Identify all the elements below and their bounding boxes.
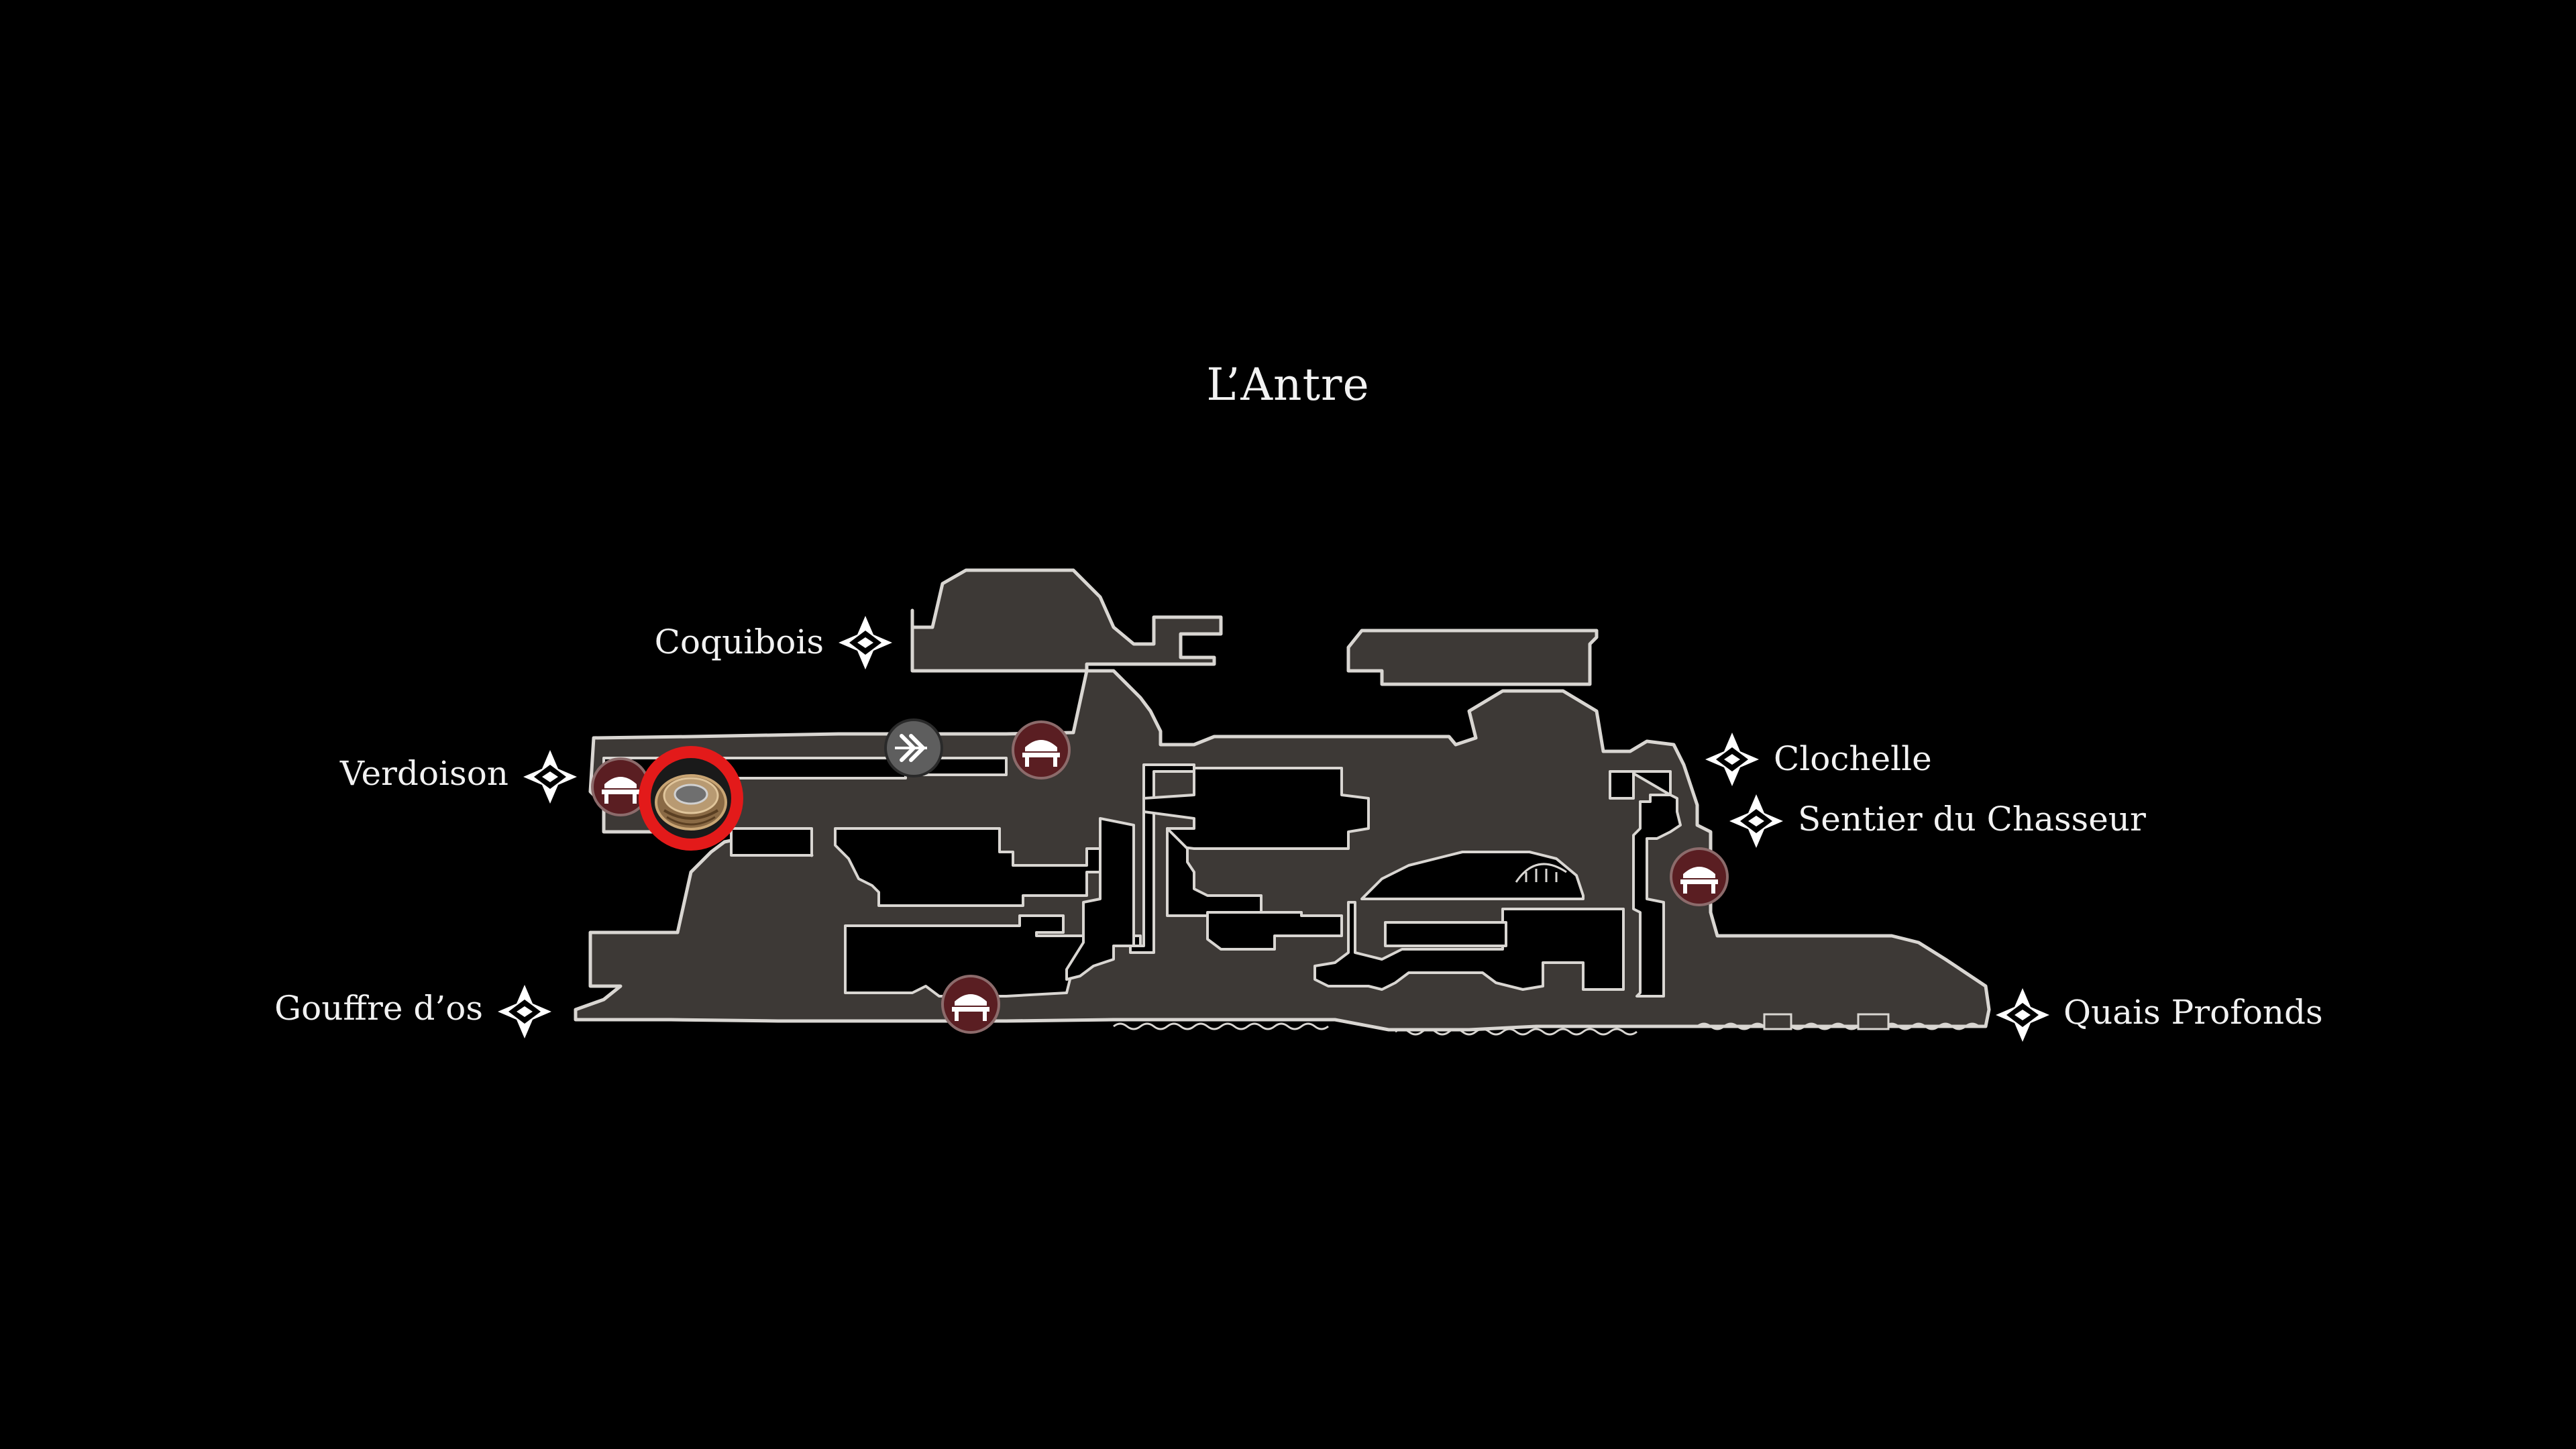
corridor-left-block <box>834 827 1128 907</box>
corridor-center-lower-box <box>1206 911 1343 951</box>
exit-quais-icon[interactable] <box>1996 988 2049 1042</box>
highlighted-item-marker[interactable] <box>639 746 743 851</box>
exit-gouffre-icon[interactable] <box>498 985 551 1038</box>
exit-sentier-icon[interactable] <box>1729 794 1783 848</box>
corridor-right-upper-notch <box>1609 770 1635 800</box>
bench-icon[interactable] <box>941 975 1000 1034</box>
corridor-dome-room <box>1360 851 1585 900</box>
exit-label-coquibois[interactable]: Coquibois <box>654 623 824 661</box>
bench-icon[interactable] <box>1012 720 1071 780</box>
exit-coquibois-icon[interactable] <box>839 616 892 669</box>
fast-travel-arrows-icon[interactable] <box>884 718 943 777</box>
area-title: L’Antre <box>1206 359 1370 411</box>
bench-icon[interactable] <box>1670 847 1729 906</box>
exit-clochelle-icon[interactable] <box>1705 733 1759 786</box>
corridor-right-vertical <box>1629 770 1682 998</box>
exit-label-clochelle[interactable]: Clochelle <box>1774 739 1932 778</box>
exit-label-quais[interactable]: Quais Profonds <box>2063 993 2323 1032</box>
water-surface <box>1113 1022 1980 1036</box>
map-room-upper-tower <box>910 568 1223 673</box>
exit-label-gouffre[interactable]: Gouffre d’os <box>274 989 483 1028</box>
dome-ribs <box>1515 863 1567 883</box>
exit-label-verdoison[interactable]: Verdoison <box>339 754 508 793</box>
map-room-upper-right <box>1346 629 1599 686</box>
corridor-mid-left <box>730 827 813 857</box>
bench-markers <box>591 720 1729 1034</box>
exit-label-sentier[interactable]: Sentier du Chasseur <box>1798 800 2146 839</box>
corridor-right-small-box <box>1384 921 1507 947</box>
dock-posts <box>1763 1013 1890 1030</box>
exit-markers <box>498 616 2049 1042</box>
exit-verdoison-icon[interactable] <box>523 750 577 804</box>
map-corridors <box>602 757 1682 998</box>
